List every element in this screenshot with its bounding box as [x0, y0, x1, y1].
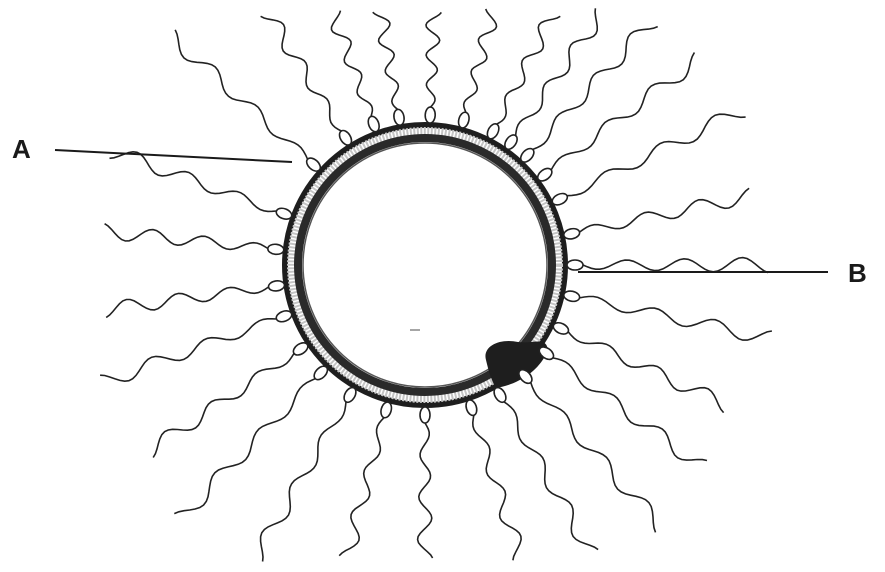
sperm-head	[420, 407, 430, 423]
label-a: A	[12, 134, 31, 164]
label-b: B	[848, 258, 867, 288]
sperm-head	[567, 260, 583, 270]
egg-cell	[285, 125, 565, 405]
sperm-head	[425, 107, 436, 123]
